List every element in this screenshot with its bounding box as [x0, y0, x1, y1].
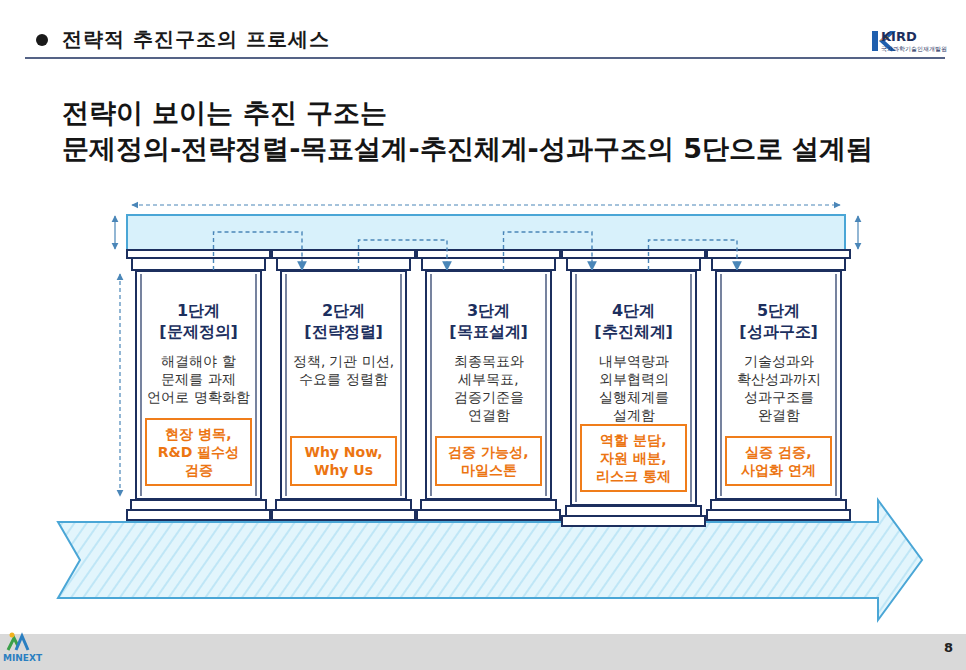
key-point: 현장 병목, R&D 필수성 검증: [150, 425, 247, 479]
minext-logo-mark: [8, 633, 28, 651]
stage-description: 정책, 기관 미션, 수요를 정렬함: [290, 352, 397, 388]
stage-number: 1단계: [177, 300, 220, 321]
headline: 전략이 보이는 추진 구조는: [62, 96, 387, 130]
footer-logo-text: MINEXT: [3, 653, 42, 663]
stage-number: 4단계: [612, 300, 655, 321]
stage-name: [문제정의]: [159, 321, 238, 342]
key-point-box: 실증 검증, 사업화 연계: [725, 436, 832, 486]
stage-name: [전략정렬]: [304, 321, 383, 342]
pillar-structure: [417, 250, 560, 520]
key-point: 실증 검증, 사업화 연계: [730, 443, 827, 479]
stage-description: 기술성과와 확산성과까지 성과구조를 완결함: [725, 352, 832, 424]
stage-description: 내부역량과 외부협력의 실행체계를 설계함: [580, 352, 687, 424]
logo-text: KIRD: [881, 30, 917, 44]
progress-arrow: [58, 500, 922, 620]
flow-connector: [359, 240, 448, 270]
roof-beam: [127, 215, 845, 250]
key-point: 역할 분담, 자원 배분, 리스크 통제: [585, 431, 682, 485]
stage-description: 최종목표와 세부목표, 검증기준을 연결함: [435, 352, 542, 424]
flow-connector: [649, 240, 738, 270]
logo-subtext: 국가과학기술인재개발원: [881, 45, 947, 52]
stage-number: 2단계: [322, 300, 365, 321]
page-number: 8: [944, 640, 953, 656]
headline: 문제정의-전략정렬-목표설계-추진체계-성과구조의 5단으로 설계됨: [62, 132, 873, 166]
dimension-line: [857, 216, 858, 249]
pillar-structure: [707, 250, 850, 520]
header-rule: [25, 57, 945, 59]
pillar-structure: [562, 250, 705, 526]
stage-description: 해결해야 할 문제를 과제 언어로 명확화함: [145, 352, 252, 406]
key-point-box: 검증 가능성, 마일스톤: [435, 436, 542, 486]
dimension-line: [114, 216, 115, 249]
stage-name: [추진체계]: [594, 321, 673, 342]
flow-connector: [214, 232, 303, 270]
pillar-parts: [127, 250, 850, 526]
stage-name: [목표설계]: [449, 321, 528, 342]
stage-pillar: 5단계[성과구조] 기술성과와 확산성과까지 성과구조를 완결함실증 검증, 사업…: [715, 270, 842, 500]
slide-title: 전략적 추진구조의 프로세스: [62, 27, 330, 51]
dimension-line: [132, 204, 840, 205]
key-point: 검증 가능성, 마일스톤: [440, 443, 537, 479]
stage-number: 5단계: [757, 300, 800, 321]
key-point-box: Why Now, Why Us: [290, 436, 397, 486]
stage-pillar: 4단계[추진체계] 내부역량과 외부협력의 실행체계를 설계함역할 분담, 자원 …: [570, 270, 697, 506]
pillar-structure: [127, 250, 270, 520]
pillar-structure: [272, 250, 415, 520]
key-point-box: 현장 병목, R&D 필수성 검증: [145, 418, 252, 486]
stage-pillar: 2단계[전략정렬] 정책, 기관 미션, 수요를 정렬함 Why Now, Why …: [280, 270, 407, 500]
header-bullet: [36, 34, 48, 46]
footer-bar: [0, 634, 966, 670]
flow-connector: [504, 232, 593, 270]
stage-pillar: 1단계[문제정의] 해결해야 할 문제를 과제 언어로 명확화함현장 병목, R&…: [135, 270, 262, 500]
stage-number: 3단계: [467, 300, 510, 321]
key-point-box: 역할 분담, 자원 배분, 리스크 통제: [580, 424, 687, 492]
dimension-line: [119, 274, 120, 496]
key-point: Why Now, Why Us: [295, 443, 392, 479]
stage-name: [성과구조]: [739, 321, 818, 342]
stage-pillar: 3단계[목표설계] 최종목표와 세부목표, 검증기준을 연결함검증 가능성, 마일…: [425, 270, 552, 500]
